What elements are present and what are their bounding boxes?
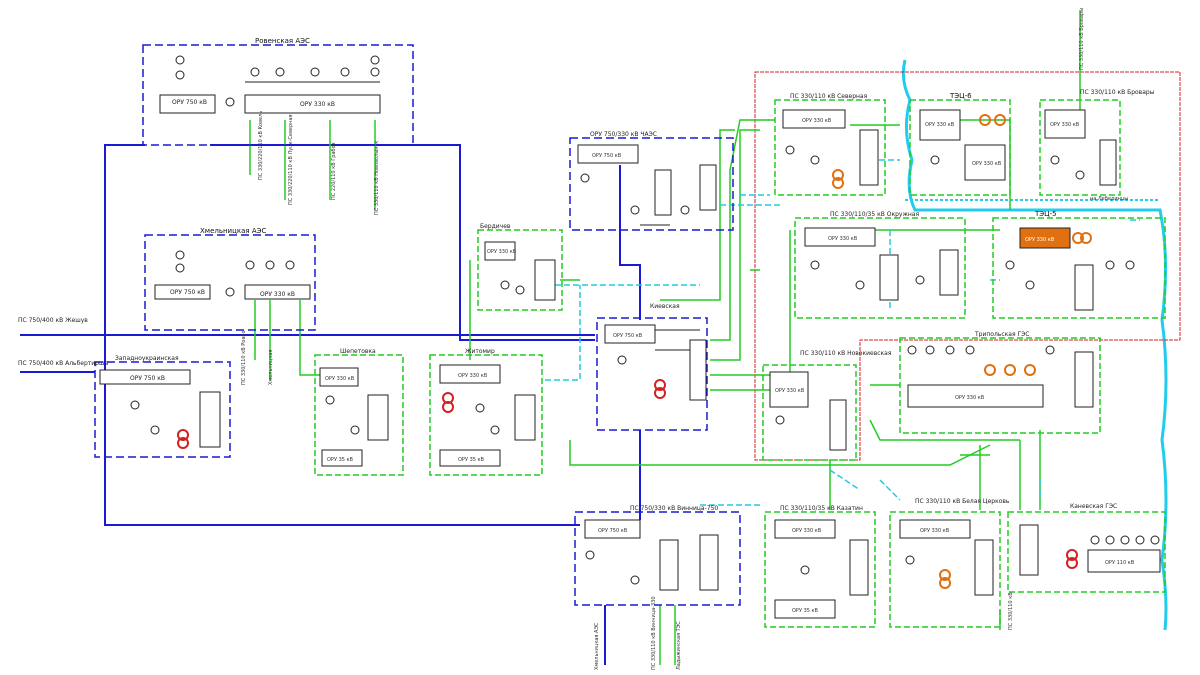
zhitomir-ps[interactable]: Житомир ОРУ 330 кВ ОРУ 35 кВ	[429, 348, 543, 476]
berdichev-title: Бердичев	[480, 223, 511, 230]
svg-text:ОРУ 35 кВ: ОРУ 35 кВ	[458, 457, 485, 463]
lines-330kv	[249, 10, 1081, 665]
rovenskaya-aes[interactable]: Ровенская АЭС ОРУ 750 кВ ОРУ 330 кВ	[142, 37, 414, 146]
rovenskaya-aes-title: Ровенская АЭС	[255, 37, 310, 45]
severnaya-title: ПС 330/110 кВ Северная	[790, 93, 868, 100]
svg-text:ОРУ 330 кВ: ОРУ 330 кВ	[775, 388, 805, 394]
kanev-ges[interactable]: Каневская ГЭС ОРУ 110 кВ	[1007, 503, 1166, 593]
svg-text:ОРУ 330 кВ: ОРУ 330 кВ	[1025, 237, 1055, 243]
khmelnitskaya-aes[interactable]: Хмельницкая АЭС ОРУ 750 кВ ОРУ 330 кВ	[144, 227, 316, 331]
okruzhnaya-title: ПС 330/110/35 кВ Окружная	[830, 211, 919, 218]
svg-text:ПС 330/110 кВ Ровно: ПС 330/110 кВ Ровно	[241, 330, 247, 385]
svg-text:ОРУ 330 кВ: ОРУ 330 кВ	[300, 101, 335, 108]
svg-text:ОРУ 750 кВ: ОРУ 750 кВ	[170, 289, 205, 296]
novokievskaya-title: ПС 330/110 кВ Новокиевская	[800, 350, 892, 357]
kazatin-title: ПС 330/110/35 кВ Казатин	[780, 505, 863, 512]
svg-text:ПС 330/110 кВ Бровары: ПС 330/110 кВ Бровары	[1079, 8, 1085, 70]
svg-text:ОРУ 330 кВ: ОРУ 330 кВ	[487, 249, 517, 255]
svg-text:ОРУ 330 кВ: ОРУ 330 кВ	[920, 528, 950, 534]
svg-text:ПС 330/110 кВ Нововолынск: ПС 330/110 кВ Нововолынск	[374, 141, 380, 215]
svg-text:ОРУ 330 кВ: ОРУ 330 кВ	[1050, 122, 1080, 128]
lines-750kv	[20, 144, 641, 665]
svg-text:ОРУ 330 кВ: ОРУ 330 кВ	[458, 373, 488, 379]
svg-text:ОРУ 750 кВ: ОРУ 750 кВ	[613, 333, 643, 339]
ps-zheshuv-label: ПС 750/400 кВ Жешув	[18, 317, 88, 324]
belaya-tserkov-title: ПС 330/110 кВ Белая Церковь	[915, 498, 1010, 505]
tets6-title: ТЭЦ-6	[949, 92, 972, 100]
svg-text:ОРУ 330 кВ: ОРУ 330 кВ	[955, 395, 985, 401]
severnaya-ps[interactable]: ПС 330/110 кВ Северная ОРУ 330 кВ	[774, 93, 886, 196]
svg-text:ОРУ 110 кВ: ОРУ 110 кВ	[1105, 560, 1135, 566]
svg-text:ОРУ 750 кВ: ОРУ 750 кВ	[172, 99, 207, 106]
zapadnoukr-title: Западноукраинская	[115, 355, 179, 362]
kanev-ges-title: Каневская ГЭС	[1070, 503, 1117, 510]
brovary-title: ПС 330/110 кВ Бровары	[1080, 89, 1155, 96]
tets6[interactable]: ТЭЦ-6 ОРУ 330 кВ ОРУ 330 кВ	[909, 92, 1011, 196]
svg-text:ПС 220/110 кВ Грабов: ПС 220/110 кВ Грабов	[331, 142, 337, 200]
region-boundary	[754, 71, 1181, 461]
vinnitsa-title: ПС 750/330 кВ Винница-750	[630, 505, 718, 512]
kievskaya-title: Киевская	[650, 303, 680, 310]
svg-text:ОРУ 750 кВ: ОРУ 750 кВ	[130, 375, 165, 382]
zhitomir-title: Житомир	[465, 348, 495, 355]
svg-text:ПС 330/110 кВ Винница-330: ПС 330/110 кВ Винница-330	[651, 596, 657, 670]
svg-text:ОРУ 330 кВ: ОРУ 330 кВ	[802, 118, 832, 124]
svg-text:ОРУ 330 кВ: ОРУ 330 кВ	[325, 376, 355, 382]
kazatin-ps[interactable]: ПС 330/110/35 кВ Казатин ОРУ 330 кВ ОРУ …	[764, 505, 876, 628]
kievskaya-ps[interactable]: Киевская ОРУ 750 кВ	[596, 303, 708, 431]
svg-text:ОРУ 330 кВ: ОРУ 330 кВ	[828, 236, 858, 242]
svg-text:ОРУ 35 кВ: ОРУ 35 кВ	[327, 457, 354, 463]
svg-text:ОРУ 35 кВ: ОРУ 35 кВ	[792, 608, 819, 614]
svg-text:Хмельницкая АЭС: Хмельницкая АЭС	[594, 622, 600, 670]
svg-text:Ладыжинская ТЭС: Ладыжинская ТЭС	[676, 621, 682, 670]
zapadnoukr-ps[interactable]: Западноукраинская ОРУ 750 кВ	[94, 355, 231, 458]
shepetovka-ps[interactable]: Шепетовка ОРУ 330 кВ ОРУ 35 кВ	[314, 348, 404, 476]
svg-text:ОРУ 750 кВ: ОРУ 750 кВ	[592, 153, 622, 159]
tets5[interactable]: ТЭЦ-5 ОРУ 330 кВ	[992, 210, 1166, 319]
tripolskaya-gres[interactable]: Трипольская ГЭС ОРУ 330 кВ	[899, 331, 1101, 434]
belaya-tserkov-ps[interactable]: ПС 330/110 кВ Белая Церковь ОРУ 330 кВ	[889, 498, 1010, 628]
svg-text:ПС 330/220/110 кВ Луцк-Северна: ПС 330/220/110 кВ Луцк-Северная	[288, 114, 294, 205]
lebedintsy-label: на Лебединцы	[1090, 196, 1128, 202]
brovary-ps[interactable]: ПС 330/110 кВ Бровары ОРУ 330 кВ на Лебе…	[1039, 89, 1155, 202]
svg-text:ОРУ 330 кВ: ОРУ 330 кВ	[260, 291, 295, 298]
tripolskaya-title: Трипольская ГЭС	[974, 331, 1030, 338]
okruzhnaya-ps[interactable]: ПС 330/110/35 кВ Окружная ОРУ 330 кВ	[794, 211, 966, 319]
tets5-title: ТЭЦ-5	[1034, 210, 1057, 218]
ps-albertirsa-label: ПС 750/400 кВ Альбертирша	[18, 360, 108, 367]
chaes-title: ОРУ 750/330 кВ ЧАЭС	[590, 131, 657, 138]
svg-text:ОРУ 330 кВ: ОРУ 330 кВ	[925, 122, 955, 128]
vinnitsa-ps[interactable]: ПС 750/330 кВ Винница-750 ОРУ 750 кВ	[574, 505, 741, 606]
svg-text:ОРУ 750 кВ: ОРУ 750 кВ	[598, 528, 628, 534]
svg-text:ОРУ 330 кВ: ОРУ 330 кВ	[792, 528, 822, 534]
outgoing-labels: ПС 330/220/110 кВ Ковель ПС 330/220/110 …	[241, 8, 1085, 670]
svg-text:ПС 330/110 кВ: ПС 330/110 кВ	[1008, 592, 1014, 630]
berdichev-ps[interactable]: Бердичев ОРУ 330 кВ	[477, 223, 563, 311]
svg-text:ОРУ 330 кВ: ОРУ 330 кВ	[972, 161, 1002, 167]
khmelnitskaya-aes-title: Хмельницкая АЭС	[200, 227, 267, 235]
svg-text:ПС 330/220/110 кВ Ковель: ПС 330/220/110 кВ Ковель	[258, 111, 264, 180]
svg-text:Хмельницкая: Хмельницкая	[268, 350, 274, 385]
novokievskaya-ps[interactable]: ПС 330/110 кВ Новокиевская ОРУ 330 кВ	[762, 350, 892, 461]
shepetovka-title: Шепетовка	[340, 348, 376, 355]
chaes-oru[interactable]: ОРУ 750/330 кВ ЧАЭС ОРУ 750 кВ	[569, 131, 734, 231]
